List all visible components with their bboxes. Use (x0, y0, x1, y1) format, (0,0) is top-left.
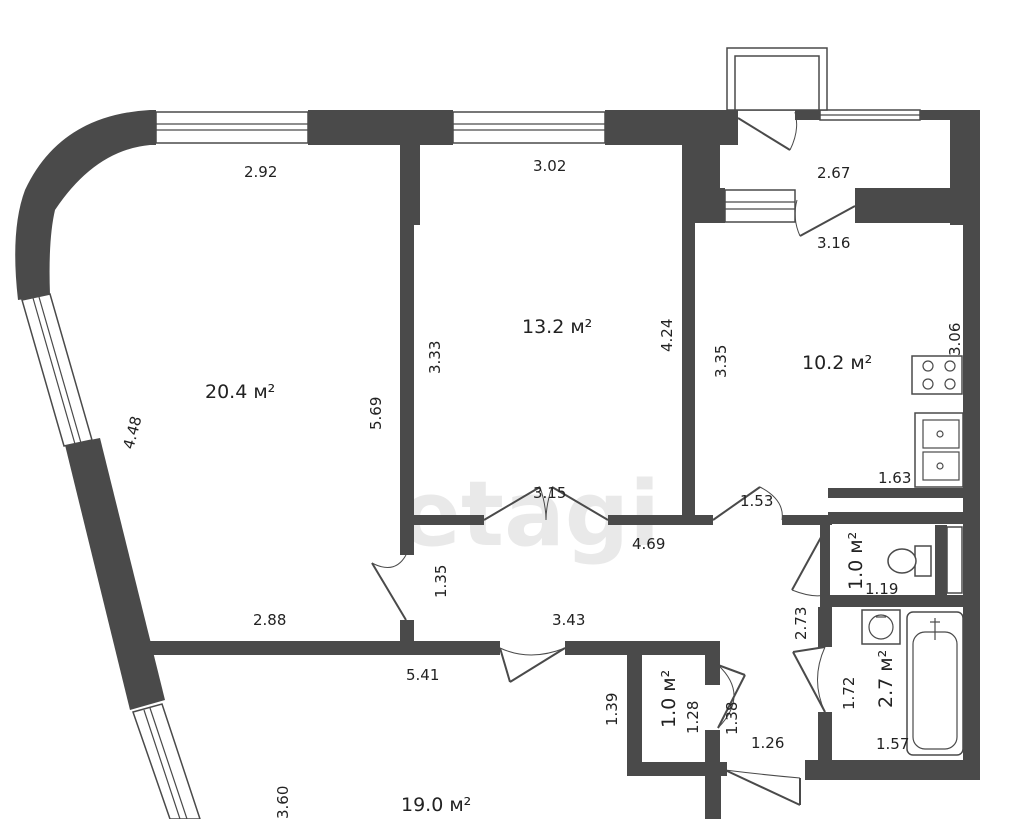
doors (371, 111, 856, 806)
fixtures (861, 355, 964, 756)
dimension-labels: 2.92 3.02 2.67 3.16 4.48 5.69 3.33 4.24 … (119, 157, 964, 819)
door-entrance (724, 769, 801, 806)
room-area-closet: 1.0 м² (658, 670, 680, 728)
dim-label: 3.35 (712, 345, 730, 378)
wall-toilet-left (820, 525, 830, 595)
dim-label: 2.88 (253, 611, 286, 629)
dim-label: 1.53 (740, 492, 773, 510)
wall-hall-bottom (565, 641, 720, 655)
wall-kitchen-bottom (782, 515, 832, 525)
window-top-middle (452, 111, 606, 144)
wall-left-middle-upper (400, 145, 420, 225)
window-balcony-inner (724, 189, 796, 223)
right-wall-lower (963, 225, 980, 780)
dim-label: 2.73 (792, 607, 810, 640)
dim-label: 1.39 (603, 693, 621, 726)
dim-label: 4.24 (658, 319, 676, 352)
dim-label: 5.69 (367, 397, 385, 430)
balcony-kitchen-wall-right (855, 188, 963, 223)
watermark: etagi (400, 462, 660, 567)
wall-middle-bottom-a (414, 515, 484, 525)
shaft (946, 526, 963, 594)
windows (21, 47, 921, 819)
window-left-upper (21, 293, 93, 447)
dim-label: 1.28 (684, 701, 702, 734)
room-area-bedroom: 13.2 м² (522, 316, 592, 338)
dim-label: 1.38 (723, 702, 741, 735)
room-area-living-bottom: 19.0 м² (401, 794, 471, 816)
dim-label: 3.43 (552, 611, 585, 629)
dim-label: 5.41 (406, 666, 439, 684)
window-left-lower (132, 703, 201, 819)
wall-bottom-stub (705, 776, 721, 819)
dim-label: 4.48 (119, 414, 145, 451)
dim-label: 3.15 (533, 484, 566, 502)
dim-label: 3.16 (817, 234, 850, 252)
door-kitchen (712, 486, 783, 521)
dim-label: 1.26 (751, 734, 784, 752)
toilet-icon (887, 545, 932, 577)
door-closet (717, 664, 746, 729)
dim-label: 1.35 (432, 565, 450, 598)
dim-label: 3.02 (533, 157, 566, 175)
wall-left-middle-stub (400, 620, 414, 642)
wall-bath-left (818, 607, 832, 647)
balcony-left-wall (695, 110, 720, 223)
wall-closet-bottom (627, 762, 727, 776)
dim-label: 3.33 (426, 341, 444, 374)
room-labels: 20.4 м² 13.2 м² 10.2 м² 19.0 м² 1.0 м² 1… (205, 316, 897, 816)
dim-label: 1.19 (865, 580, 898, 598)
kitchen-sink-icon (914, 412, 964, 488)
top-wall-a (150, 110, 156, 145)
window-top-left (155, 111, 309, 144)
bathtub-icon (906, 611, 964, 756)
dim-label: 3.06 (946, 323, 964, 356)
room-area-kitchen: 10.2 м² (802, 352, 872, 374)
wall-left-middle (400, 225, 414, 555)
dim-label: 2.92 (244, 163, 277, 181)
wall-middle-bottom-b (608, 515, 713, 525)
wall-closet-right (705, 655, 720, 685)
door-bathroom (792, 646, 826, 713)
wall-kitchen-toilet-top (828, 488, 978, 498)
wall-middle-kitchen (682, 145, 695, 523)
dim-label: 2.67 (817, 164, 850, 182)
stove-icon (911, 355, 963, 395)
door-balcony-inner (794, 199, 856, 237)
balcony-box (726, 47, 828, 111)
washbasin-icon (861, 609, 901, 645)
room-area-living-left: 20.4 м² (205, 381, 275, 403)
wall-left-bottom (150, 641, 500, 655)
top-wall-e (795, 110, 820, 120)
door-balcony-top (737, 111, 798, 151)
wall-closet-right-lower (705, 730, 720, 776)
dim-label: 1.72 (840, 677, 858, 710)
door-toilet (791, 529, 826, 597)
walls (15, 110, 980, 819)
door-middle-room-double (483, 486, 609, 521)
wall-closet-left (627, 655, 642, 775)
wall-toilet-right (935, 525, 947, 595)
dim-label: 4.69 (632, 535, 665, 553)
curved-corner-wall (15, 110, 150, 300)
top-wall-b (308, 110, 453, 145)
door-left-room (371, 554, 407, 621)
dim-label: 1.57 (876, 735, 909, 753)
top-wall-d (720, 110, 738, 145)
left-diagonal-wall (65, 438, 165, 710)
dim-label: 3.60 (274, 786, 292, 819)
wall-kitchen-toilet-mid (828, 512, 978, 524)
room-area-bathroom: 2.7 м² (875, 650, 897, 708)
dim-label: 1.63 (878, 469, 911, 487)
room-area-toilet: 1.0 м² (845, 532, 867, 590)
door-bottom-room (499, 647, 566, 683)
wall-toilet-bath (820, 595, 978, 607)
wall-bath-bottom (805, 760, 980, 780)
window-balcony-top (819, 109, 921, 121)
